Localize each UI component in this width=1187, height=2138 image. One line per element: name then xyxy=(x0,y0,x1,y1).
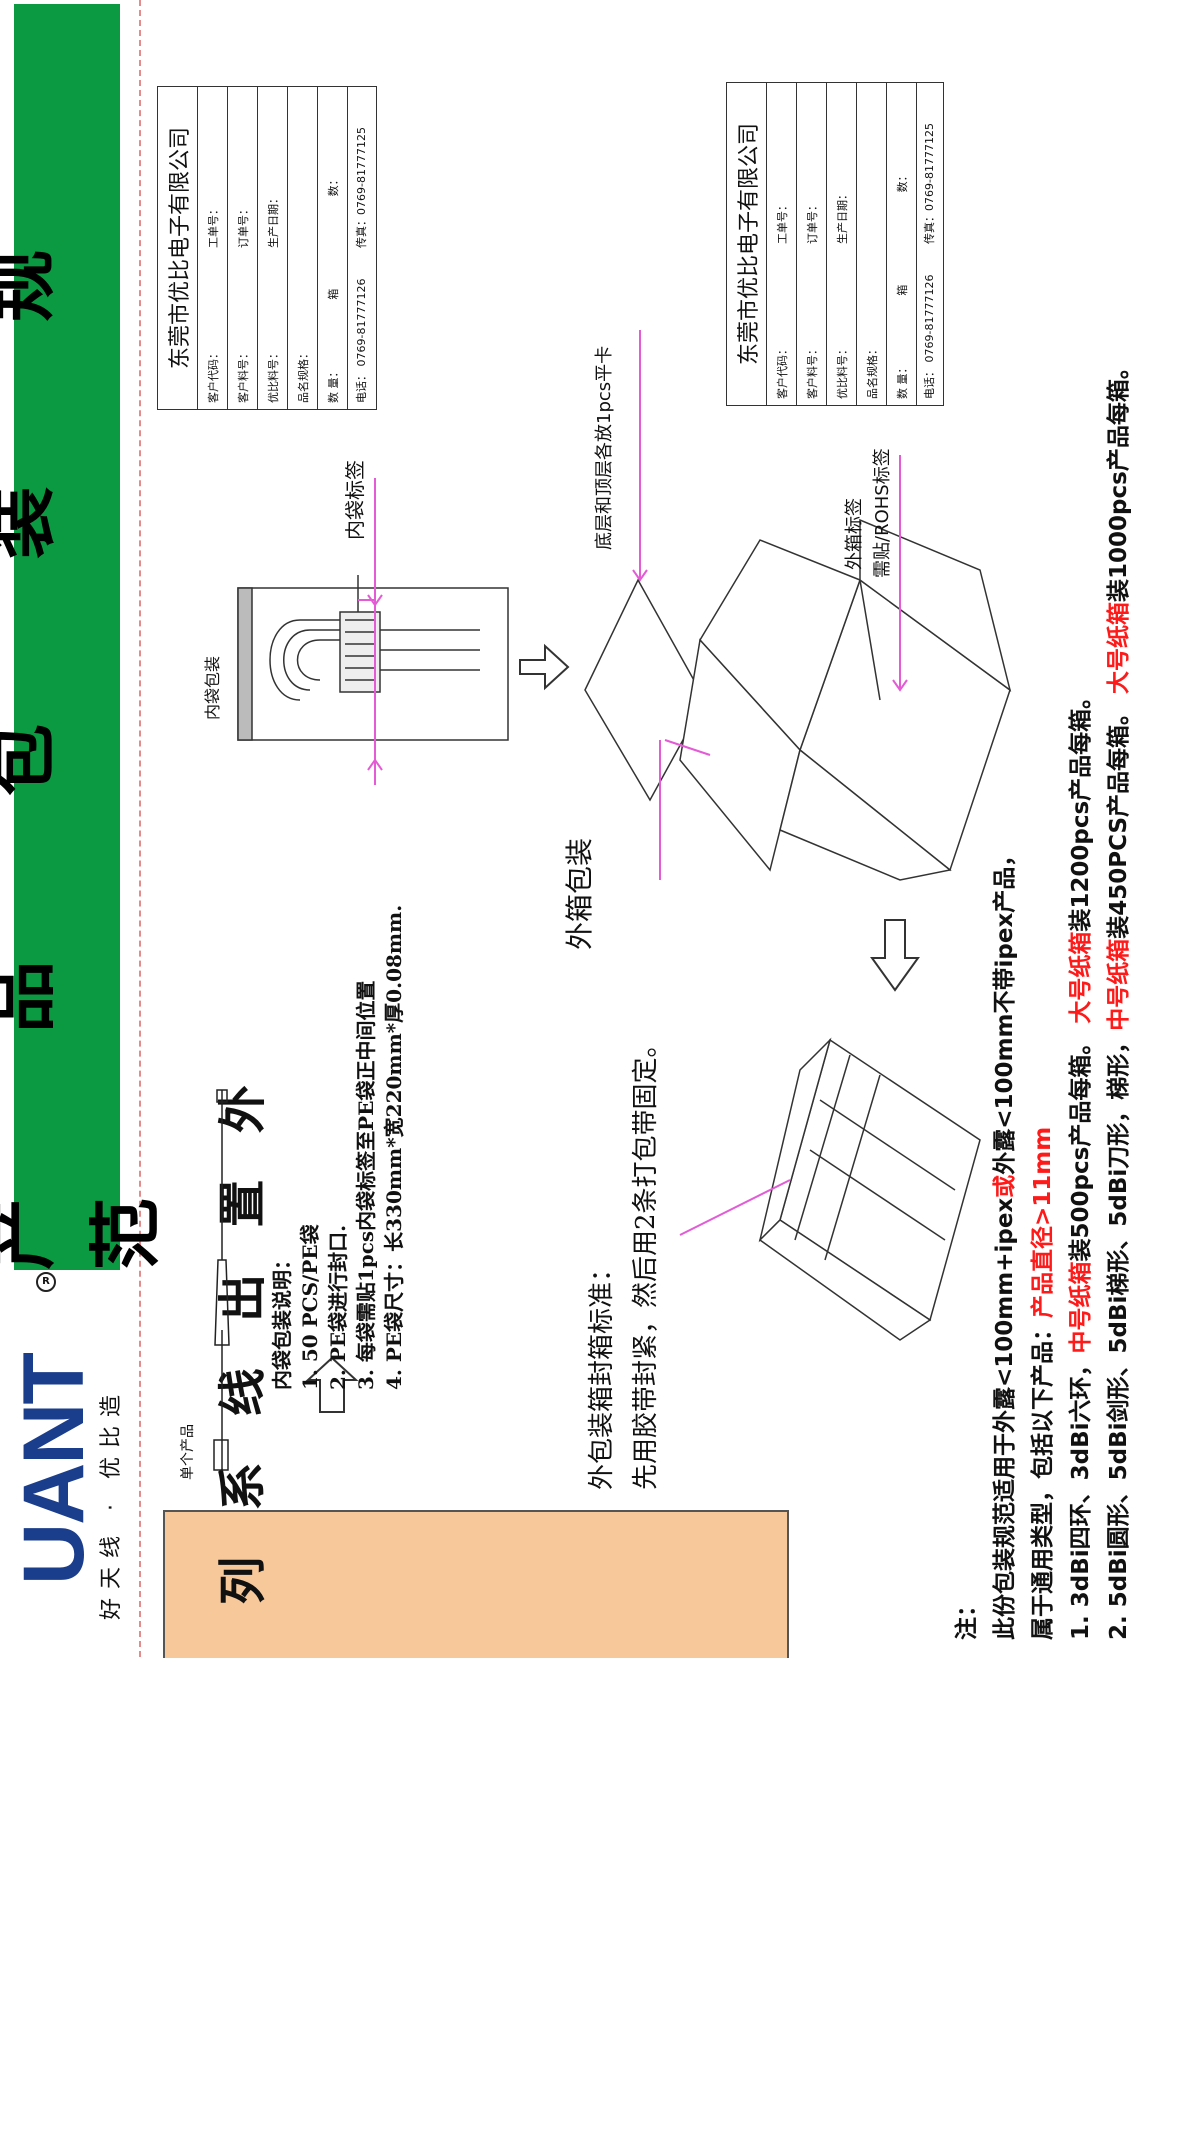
outer-box-label-table: 东莞市优比电子有限公司 客户代码：工单号： 客户料号：订单号： 优比料号：生产日… xyxy=(726,82,944,406)
notes-line-3: 1. 3dBi四环、3dBi六环，中号纸箱装500pcs产品每箱。 大号纸箱装1… xyxy=(1068,685,1094,1640)
title-banner: 产 品 包 装 规 范 xyxy=(0,4,168,1270)
seal-text: 先用胶带封紧，然后用2条打包带固定。 xyxy=(631,1031,661,1490)
notes-line-2: 属于通用类型，包括以下产品：产品直径>11mm xyxy=(1030,1126,1056,1640)
rohs-label-text: 需贴/ROHS标签 xyxy=(872,448,893,578)
notes-title: 注： xyxy=(954,1594,980,1640)
instruction-item: 3. 每袋需贴1pcs内袋标签至PE袋正中间位置 xyxy=(354,980,378,1390)
instruction-item: 2. PE袋进行封口. xyxy=(326,1224,350,1390)
pointer-lines xyxy=(358,330,901,1236)
seal-title: 外包装箱封箱标准： xyxy=(587,1255,617,1490)
single-antenna-drawing xyxy=(213,1089,230,1471)
arrow-down-icon xyxy=(870,919,920,992)
inner-bag-label-table: 东莞市优比电子有限公司 客户代码：工单号： 客户料号：订单号： 优比料号：生产日… xyxy=(157,86,377,410)
instruction-item: 4. PE袋尺寸：长330mm*宽220mm*厚0.08mm. xyxy=(382,904,406,1390)
registered-mark-icon: R xyxy=(36,1272,56,1292)
instruction-item: 1. 50 PCS/PE袋 xyxy=(298,1224,322,1390)
single-product-label: 单个产品 xyxy=(180,1424,196,1480)
label-company: 东莞市优比电子有限公司 xyxy=(727,83,767,405)
cut-line xyxy=(139,0,141,1657)
inner-bag-pack-label: 内袋包装 xyxy=(203,655,222,720)
notes-block: 注： 此份包装规范适用于外露<100mm+ipex或外露<100mm不带ipex… xyxy=(948,60,1174,1640)
open-box-drawing xyxy=(679,518,1012,881)
inner-bag-drawing xyxy=(237,575,509,741)
inner-bag-instructions: 内袋包装说明： 1. 50 PCS/PE袋 2. PE袋进行封口. 3. 每袋需… xyxy=(268,800,418,1390)
arrow-up-icon xyxy=(305,1356,359,1413)
series-box: 列 系 线 出 置 外 xyxy=(163,1085,789,1658)
notes-line-1: 此份包装规范适用于外露<100mm+ipex或外露<100mm不带ipex产品， xyxy=(992,843,1018,1640)
flat-card-label: 底层和顶层各放1pcs平卡 xyxy=(594,345,615,550)
outer-box-label-text: 外箱标签 xyxy=(844,498,865,570)
arrow-right-icon xyxy=(519,643,570,691)
inner-bag-label-text: 内袋标签 xyxy=(343,460,367,540)
notes-line-4: 2. 5dBi圆形、5dBi剑形、5dBi梯形、5dBi刀形，梯形，中号纸箱装4… xyxy=(1106,356,1132,1640)
packaging-drawings xyxy=(213,330,1012,1471)
seal-standard: 外包装箱封箱标准： 先用胶带封紧，然后用2条打包带固定。 xyxy=(580,930,670,1490)
flat-card-drawing xyxy=(584,578,706,802)
label-company: 东莞市优比电子有限公司 xyxy=(158,87,198,409)
instructions-title: 内袋包装说明： xyxy=(270,1250,294,1390)
closed-box-drawing xyxy=(758,1037,981,1341)
